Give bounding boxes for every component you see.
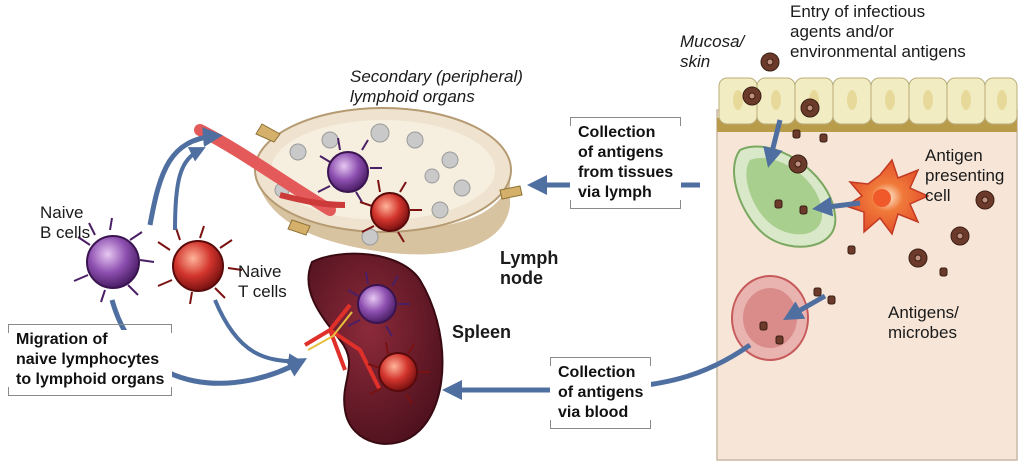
lymph-node-label: Lymph node — [500, 248, 559, 288]
tissue-panel — [716, 77, 1018, 461]
lymph-collection-box: Collection of antigens from tissues via … — [570, 117, 682, 209]
arrow-apc-to-vessel — [812, 196, 861, 217]
antigen-presenting-cell-shape — [844, 158, 930, 236]
migration-box: Migration of naive lymphocytes to lympho… — [8, 324, 173, 396]
apc-label: Antigen presenting cell — [925, 146, 1005, 205]
spleen-label: Spleen — [452, 322, 512, 342]
secondary-organs-label: Secondary (peripheral) lymphoid organs — [350, 67, 523, 106]
antigens-label: Antigens/ microbes — [888, 303, 959, 342]
arrow-antigen-to-blood — [783, 293, 827, 320]
entry-label: Entry of infectious agents and/or enviro… — [790, 2, 966, 61]
blood-collection-box: Collection of antigens via blood — [550, 357, 652, 429]
spleen-shape — [303, 252, 444, 445]
epithelium-layer — [718, 77, 1018, 125]
naive-b-label: Naive B cells — [40, 203, 91, 242]
lymphocyte-cells — [73, 137, 430, 405]
mucosa-label: Mucosa/ skin — [680, 32, 745, 71]
arrow-entry-to-vessel — [763, 119, 783, 168]
lymph-node-shape — [194, 107, 523, 255]
naive-b-cell — [73, 217, 155, 303]
naive-t-label: Naive T cells — [238, 262, 287, 301]
lymphatic-vessel — [733, 145, 837, 248]
naive-t-cell — [157, 225, 243, 305]
arrow-to-lymph-node — [147, 127, 223, 226]
